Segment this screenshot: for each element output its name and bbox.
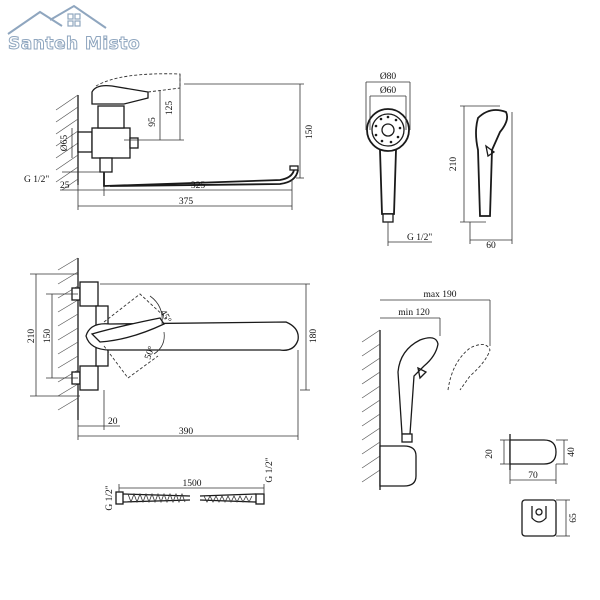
dim-390: 390: [179, 427, 194, 437]
dim-diameter-60: Ø60: [380, 86, 397, 96]
house-roof-icon: [7, 4, 107, 35]
shower-head-front: Ø80 Ø60 G 1/2": [365, 72, 432, 246]
mixer-body-top: [71, 281, 299, 391]
holder-side: 20 40 70: [485, 434, 577, 484]
dim-325: 325: [191, 181, 206, 191]
brand-name: Santeh Misto: [7, 34, 141, 55]
brand-logo: Santeh Misto: [2, 4, 140, 56]
dim-60: 60: [486, 241, 496, 251]
dim-holder-70: 70: [528, 471, 538, 481]
shower-hose: 1500 G 1/2" G 1/2": [105, 457, 275, 510]
dim-hose-thread-right: G 1/2": [265, 457, 275, 482]
dim-thread-g12: G 1/2": [24, 175, 49, 185]
dim-180: 180: [309, 329, 319, 344]
dim-diameter-65: Ø65: [60, 135, 70, 152]
dim-210: 210: [449, 157, 459, 172]
dim-hose-length: 1500: [183, 479, 202, 489]
dim-95: 95: [148, 117, 158, 127]
dim-holder-20: 20: [485, 449, 495, 459]
dim-375: 375: [179, 197, 194, 207]
dim-diameter-80: Ø80: [380, 72, 397, 82]
dim-25: 25: [60, 181, 70, 191]
dim-150-top: 150: [43, 329, 53, 344]
dim-125: 125: [165, 101, 175, 116]
dim-min-120: min 120: [398, 308, 430, 318]
spout-swing-dashed: [95, 73, 181, 93]
angle-50: 50°: [142, 345, 157, 361]
dim-max-190: max 190: [424, 290, 457, 300]
holder-front: 65: [521, 499, 579, 537]
wall-hatch-holder: [361, 329, 381, 490]
spray-nozzles: [374, 115, 402, 144]
dim-holder-65: 65: [569, 513, 579, 523]
dim-20: 20: [108, 417, 118, 427]
dim-hose-thread-left: G 1/2": [105, 485, 115, 510]
top-view: 45° 50° 210 150 180 20 390: [27, 257, 319, 440]
wall-hatch: [55, 94, 79, 191]
holder-wall-mount: max 190 min 120: [361, 290, 491, 490]
dim-210-top: 210: [27, 329, 37, 344]
mixer-body-side: [77, 84, 299, 187]
dim-thread-g12-head: G 1/2": [407, 233, 432, 243]
dim-holder-40: 40: [567, 447, 577, 457]
dimension-lines-top: [30, 273, 310, 440]
dimension-lines: [60, 74, 304, 210]
handle-rotation-dashed: [103, 293, 167, 379]
shower-head-side: 210 60: [449, 105, 513, 251]
dim-150: 150: [305, 125, 315, 140]
side-view: 125 95 150 Ø65 G 1/2" 25 325 375: [24, 73, 315, 210]
